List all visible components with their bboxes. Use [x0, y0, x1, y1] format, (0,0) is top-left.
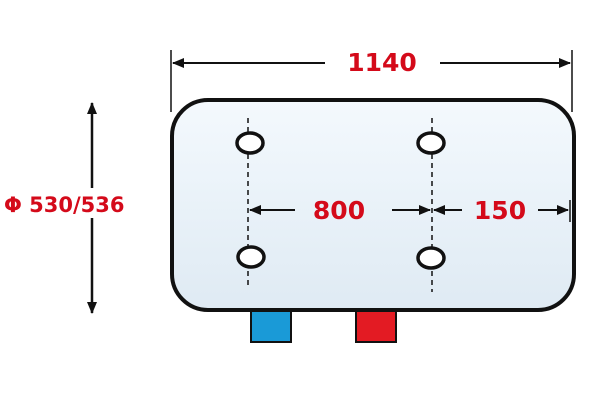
end-offset-dimension: 150: [433, 196, 571, 225]
mounting-hole-top-right: [416, 131, 446, 155]
mounting-hole-top-left: [235, 131, 265, 155]
length-label: 1140: [347, 48, 417, 77]
mounting-holes: [235, 131, 446, 270]
length-dimension: 1140: [170, 48, 573, 112]
spacing-label: 800: [313, 196, 365, 225]
offset-label: 150: [474, 196, 526, 225]
mounting-hole-bottom-left: [236, 245, 266, 269]
diameter-label-backdrop: [2, 188, 156, 218]
mounting-hole-bottom-right: [416, 246, 446, 270]
diameter-dimension: Φ 530/536: [2, 102, 156, 314]
mount-spacing-dimension: 800: [249, 196, 431, 225]
hot-pipe: [355, 310, 397, 343]
diameter-label: Φ 530/536: [4, 193, 125, 217]
cold-pipe: [250, 310, 292, 343]
